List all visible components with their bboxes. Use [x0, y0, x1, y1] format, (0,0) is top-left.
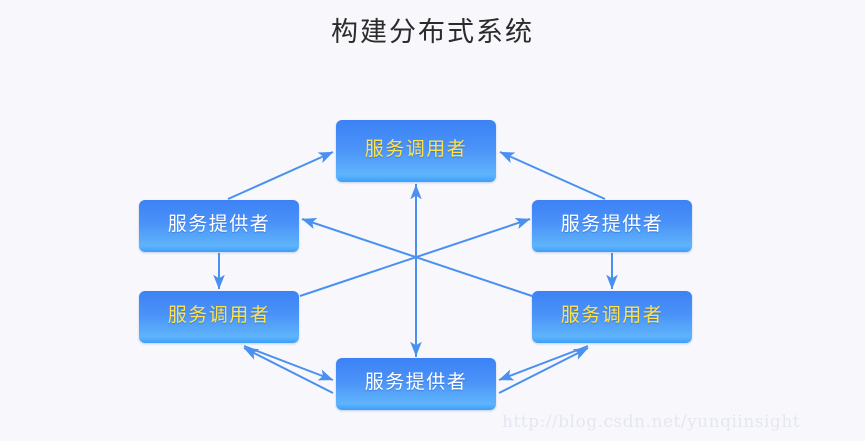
connector-bottomprovider-to-leftconsumer: [243, 347, 334, 394]
node-right-provider[interactable]: 服务提供者: [532, 200, 692, 252]
node-label: 服务提供者: [364, 370, 468, 393]
connector-bottomprovider-to-rightconsumer: [498, 347, 589, 394]
node-label: 服务调用者: [364, 137, 468, 160]
watermark: http://blog.csdn.net/yunqiinsight: [502, 412, 801, 432]
node-label: 服务提供者: [560, 212, 664, 235]
page-title: 构建分布式系统: [331, 17, 534, 48]
node-bottom-provider[interactable]: 服务提供者: [336, 358, 496, 410]
node-top-consumer[interactable]: 服务调用者: [336, 120, 496, 182]
connector-rightprovider-to-topconsumer: [499, 151, 606, 200]
connector-rightconsumer-to-bottomprovider: [498, 345, 589, 381]
connector-leftprovider-to-rightprovider: [299, 218, 531, 297]
node-left-provider[interactable]: 服务提供者: [139, 200, 299, 252]
node-right-consumer[interactable]: 服务调用者: [532, 291, 692, 343]
connector-leftprovider-to-topconsumer: [227, 151, 334, 200]
node-label: 服务调用者: [560, 303, 664, 326]
node-left-consumer[interactable]: 服务调用者: [139, 291, 299, 343]
node-label: 服务提供者: [167, 212, 271, 235]
connector-leftconsumer-to-bottomprovider: [243, 345, 334, 381]
node-label: 服务调用者: [167, 303, 271, 326]
